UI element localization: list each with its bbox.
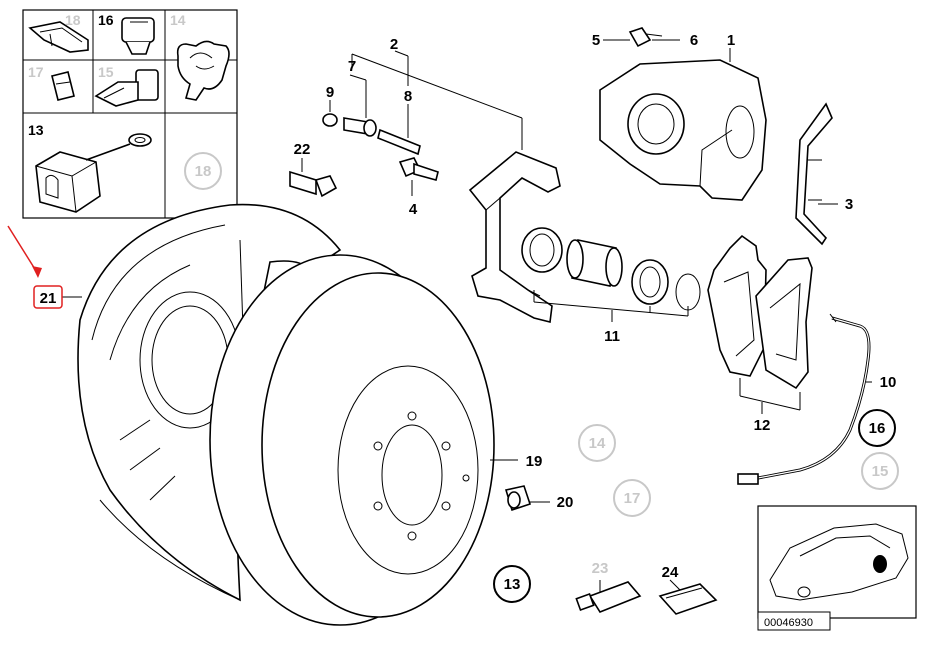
sensor-clip-icon: [94, 69, 159, 107]
inset-label-16: 16: [98, 12, 114, 28]
callout-12[interactable]: 12: [754, 417, 771, 434]
circled-ref-15-label: 15: [872, 463, 889, 480]
circled-ref-18[interactable]: 18: [184, 152, 222, 190]
vehicle-locator-thumbnail: 00046930: [757, 505, 917, 631]
caliper-housing[interactable]: [599, 59, 767, 201]
callout-1[interactable]: 1: [727, 32, 735, 49]
image-id-label: 00046930: [764, 617, 813, 629]
inset-cell-18[interactable]: 18: [28, 12, 89, 53]
circled-ref-16-label: 16: [869, 420, 886, 437]
inset-cell-15[interactable]: 15: [94, 64, 159, 107]
circled-ref-17-label: 17: [624, 490, 641, 507]
circled-ref-13[interactable]: 13: [493, 565, 531, 603]
callout-24[interactable]: 24: [662, 564, 679, 581]
circled-ref-14-label: 14: [589, 435, 606, 452]
clip-part-icon: [51, 71, 75, 101]
inset-label-13: 13: [28, 122, 44, 138]
circled-ref-15[interactable]: 15: [861, 452, 899, 490]
brake-pad-set[interactable]: [707, 234, 813, 390]
callout-21-highlight[interactable]: 21: [33, 285, 63, 309]
grease-packet-24[interactable]: [658, 583, 718, 615]
callout-23[interactable]: 23: [592, 560, 609, 577]
dust-cap-screw-20[interactable]: [504, 485, 532, 512]
piston-seal-set[interactable]: [521, 227, 701, 311]
guide-pin-8[interactable]: [377, 128, 421, 156]
callout-19[interactable]: 19: [526, 453, 543, 470]
inset-label-14: 14: [170, 12, 186, 28]
callout-8[interactable]: 8: [404, 88, 412, 105]
hex-bolt-4[interactable]: [398, 157, 439, 181]
callout-4[interactable]: 4: [409, 201, 418, 218]
callout-11[interactable]: 11: [604, 328, 620, 345]
callout-20[interactable]: 20: [557, 494, 574, 511]
callout-6[interactable]: 6: [690, 32, 698, 49]
callout-5[interactable]: 5: [592, 32, 600, 49]
circled-ref-14[interactable]: 14: [578, 424, 616, 462]
callout-10[interactable]: 10: [880, 374, 897, 391]
bleeder-valve-5-6[interactable]: [628, 27, 663, 48]
bracket-part-icon: [176, 40, 230, 101]
wear-sensor-wire[interactable]: [737, 313, 871, 485]
callout-9[interactable]: 9: [326, 84, 334, 101]
clip-part-icon: [121, 17, 155, 55]
brake-disc[interactable]: [209, 254, 495, 626]
highlight-arrow: [7, 225, 42, 278]
circled-ref-18-label: 18: [195, 163, 212, 180]
circled-ref-17[interactable]: 17: [613, 479, 651, 517]
circled-ref-16[interactable]: 16: [858, 409, 896, 447]
cap-9[interactable]: [322, 113, 338, 127]
inset-label-15: 15: [98, 64, 114, 80]
hex-bolt-22[interactable]: [289, 170, 338, 198]
wear-sensor-clip-icon: [35, 133, 152, 213]
inset-cell-13[interactable]: 13: [28, 122, 152, 213]
inset-cell-16[interactable]: 16: [98, 12, 155, 55]
leader-lines: [62, 39, 872, 592]
circled-ref-13-label: 13: [504, 576, 521, 593]
clip-part-icon: [28, 21, 89, 53]
grease-tube-23[interactable]: [575, 581, 642, 613]
inset-label-17: 17: [28, 64, 44, 80]
callout-22[interactable]: 22: [294, 141, 311, 158]
caliper-carrier[interactable]: [468, 151, 561, 323]
inset-label-18: 18: [65, 12, 81, 28]
inset-cell-14[interactable]: 14: [170, 12, 230, 101]
callout-3[interactable]: 3: [845, 196, 853, 213]
guide-bolt-7[interactable]: [343, 117, 377, 137]
inset-grid: 18 16 14 17: [22, 9, 238, 219]
inset-cell-17[interactable]: 17: [28, 64, 75, 101]
callout-7[interactable]: 7: [348, 58, 356, 75]
callout-2[interactable]: 2: [390, 36, 398, 53]
spring-clip[interactable]: [795, 102, 833, 246]
callout-21[interactable]: 21: [40, 290, 57, 307]
